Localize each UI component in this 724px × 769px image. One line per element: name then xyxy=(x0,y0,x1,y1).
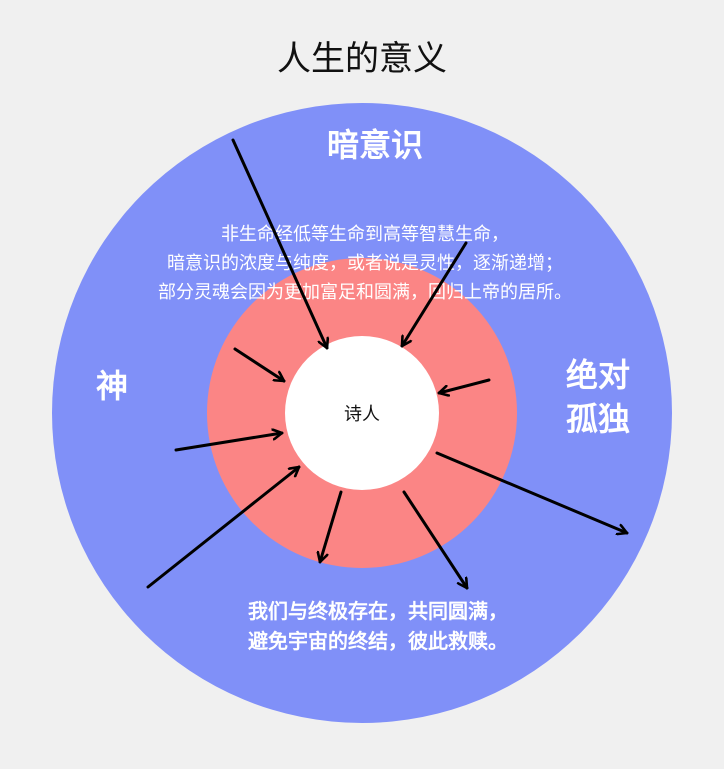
outer-right-label-line-1: 绝对 xyxy=(566,356,630,394)
arrow-outward-right xyxy=(435,451,629,533)
outer-description-line-2: 暗意识的浓度与纯度，或者说是灵性，逐渐递增； xyxy=(167,253,563,274)
center-circle xyxy=(285,336,439,490)
arrow-inward-left-upper xyxy=(233,347,286,383)
arrow-inward-top-right xyxy=(400,241,468,348)
outer-left-label: 神 xyxy=(96,367,128,405)
outer-description-line-1: 非生命经低等生命到高等智慧生命， xyxy=(221,224,509,245)
center-label: 诗人 xyxy=(344,404,380,425)
arrow-inward-top-left xyxy=(231,138,327,350)
page-title: 人生的意义 xyxy=(277,39,447,79)
outer-top-label: 暗意识 xyxy=(327,126,423,164)
arrow-outward-bottom xyxy=(320,490,343,564)
arrow-outward-bottom-right xyxy=(402,490,469,590)
outer-description-line-3: 部分灵魂会因为更加富足和圆满，回归上帝的居所。 xyxy=(158,282,572,303)
outer-bottom-line-1: 我们与终极存在，共同圆满， xyxy=(248,599,508,623)
arrow-inward-right xyxy=(437,378,491,393)
arrow-inward-bottom-left xyxy=(146,465,301,589)
outer-right-label-line-2: 孤独 xyxy=(566,400,630,438)
outer-bottom-line-2: 避免宇宙的终结，彼此救赎。 xyxy=(248,629,508,653)
arrow-inward-left-lower xyxy=(174,433,284,452)
